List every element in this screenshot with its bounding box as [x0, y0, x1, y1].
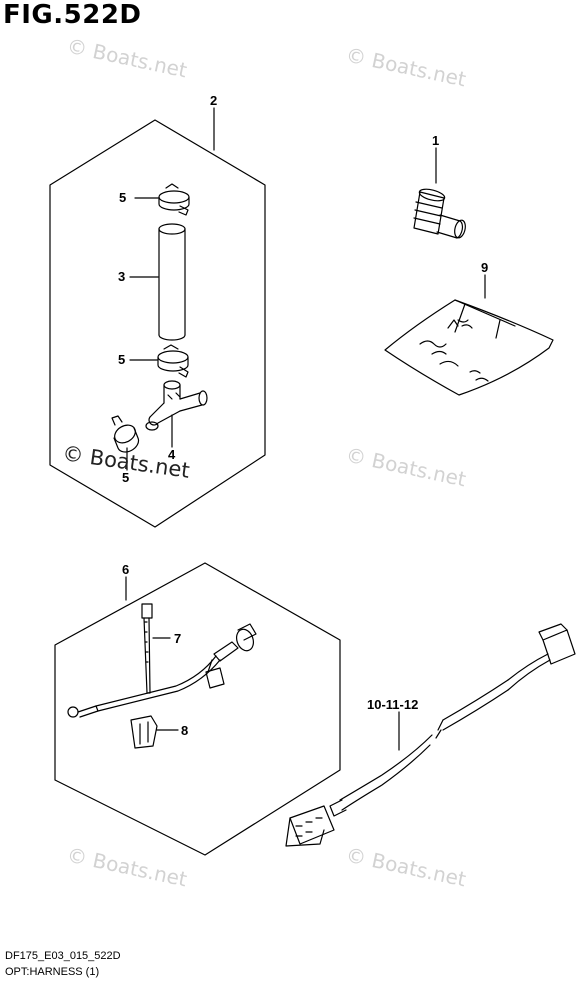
- callout-5-middle: 5: [118, 352, 125, 367]
- t-joint: [145, 380, 208, 431]
- callout-3: 3: [118, 269, 125, 284]
- callout-6: 6: [122, 562, 129, 577]
- callout-7: 7: [174, 631, 181, 646]
- callout-4: 4: [168, 447, 176, 462]
- fuse-holder: [130, 715, 158, 749]
- hose-pipe: [158, 223, 186, 341]
- main-harness: [285, 623, 576, 847]
- hose-clamp-middle: [157, 344, 189, 378]
- kit-6-outline: [54, 562, 341, 856]
- callout-9: 9: [481, 260, 488, 275]
- callout-1: 1: [432, 133, 439, 148]
- callout-8: 8: [181, 723, 188, 738]
- figure-title: FIG.522D: [3, 0, 142, 30]
- parts-bag: [384, 299, 554, 396]
- plug-connector: [413, 188, 466, 239]
- ground-harness: [67, 623, 257, 718]
- callout-2: 2: [210, 93, 217, 108]
- hose-clamp-top: [158, 183, 190, 216]
- callout-10-11-12: 10-11-12: [367, 697, 418, 712]
- footer-section-name: OPT:HARNESS (1): [5, 966, 100, 978]
- callout-5-top: 5: [119, 190, 126, 205]
- callout-5-lower: 5: [122, 470, 129, 485]
- footer-model-code: DF175_E03_015_522D: [5, 950, 121, 962]
- kit-2-outline: [49, 119, 266, 528]
- cable-tie: [141, 603, 153, 694]
- hose-clamp-lower: [111, 415, 140, 453]
